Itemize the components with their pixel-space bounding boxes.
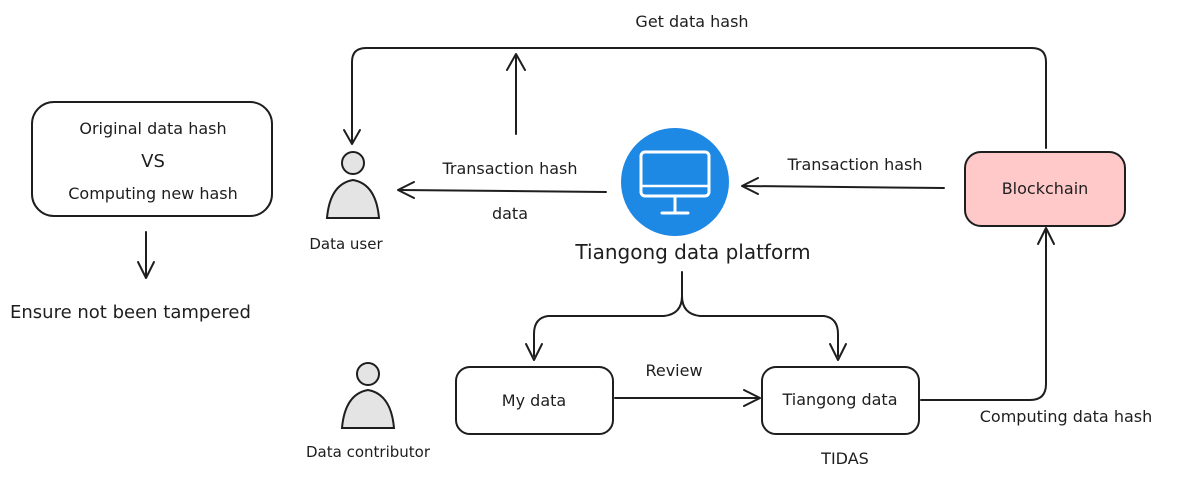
computing-data-hash-label: Computing data hash xyxy=(980,407,1153,426)
data-user-icon xyxy=(325,151,381,219)
data-user-label: Data user xyxy=(309,235,383,253)
blockchain-label: Blockchain xyxy=(1002,179,1089,198)
monitor-icon xyxy=(621,128,729,236)
platform-to-user-connector xyxy=(399,189,607,193)
data-contributor-icon xyxy=(340,362,396,429)
data-contributor-label: Data contributor xyxy=(306,443,431,461)
tiangong-data-box xyxy=(761,366,920,435)
transaction-hash-left-label: Transaction hash xyxy=(441,159,577,178)
vs-label: VS xyxy=(141,151,165,172)
platform-label: Tiangong data platform xyxy=(574,240,810,264)
platform-split-connector xyxy=(533,271,839,357)
get-hash-arrowhead xyxy=(343,129,361,145)
blockchain-to-platform-connector xyxy=(743,185,945,189)
computing-hash-connector xyxy=(920,229,1047,401)
blockchain-box xyxy=(964,151,1126,227)
get-hash-connector xyxy=(351,47,1047,149)
computing-new-hash-label: Computing new hash xyxy=(68,184,238,203)
data-label: data xyxy=(492,204,528,223)
review-label: Review xyxy=(645,361,702,380)
ensure-not-tampered-label: Ensure not been tampered xyxy=(10,302,251,323)
computing-hash-arrowhead xyxy=(1037,227,1055,245)
hash-comparison-box xyxy=(31,101,273,217)
my-data-arrowhead xyxy=(525,343,543,361)
transaction-hash-right-label: Transaction hash xyxy=(786,155,922,174)
get-data-hash-label: Get data hash xyxy=(635,12,748,31)
my-data-box xyxy=(455,366,614,435)
tiangong-data-arrowhead xyxy=(829,343,847,361)
platform-to-user-arrowhead xyxy=(397,181,415,199)
my-data-label: My data xyxy=(502,391,566,410)
platform-up-arrowhead xyxy=(506,53,526,71)
review-arrowhead xyxy=(743,389,761,407)
blockchain-to-platform-arrowhead xyxy=(741,177,759,195)
conclusion-arrowhead xyxy=(137,261,155,279)
original-hash-label: Original data hash xyxy=(79,119,226,138)
tiangong-data-label: Tiangong data xyxy=(781,390,897,409)
tidas-label: TIDAS xyxy=(820,449,869,468)
